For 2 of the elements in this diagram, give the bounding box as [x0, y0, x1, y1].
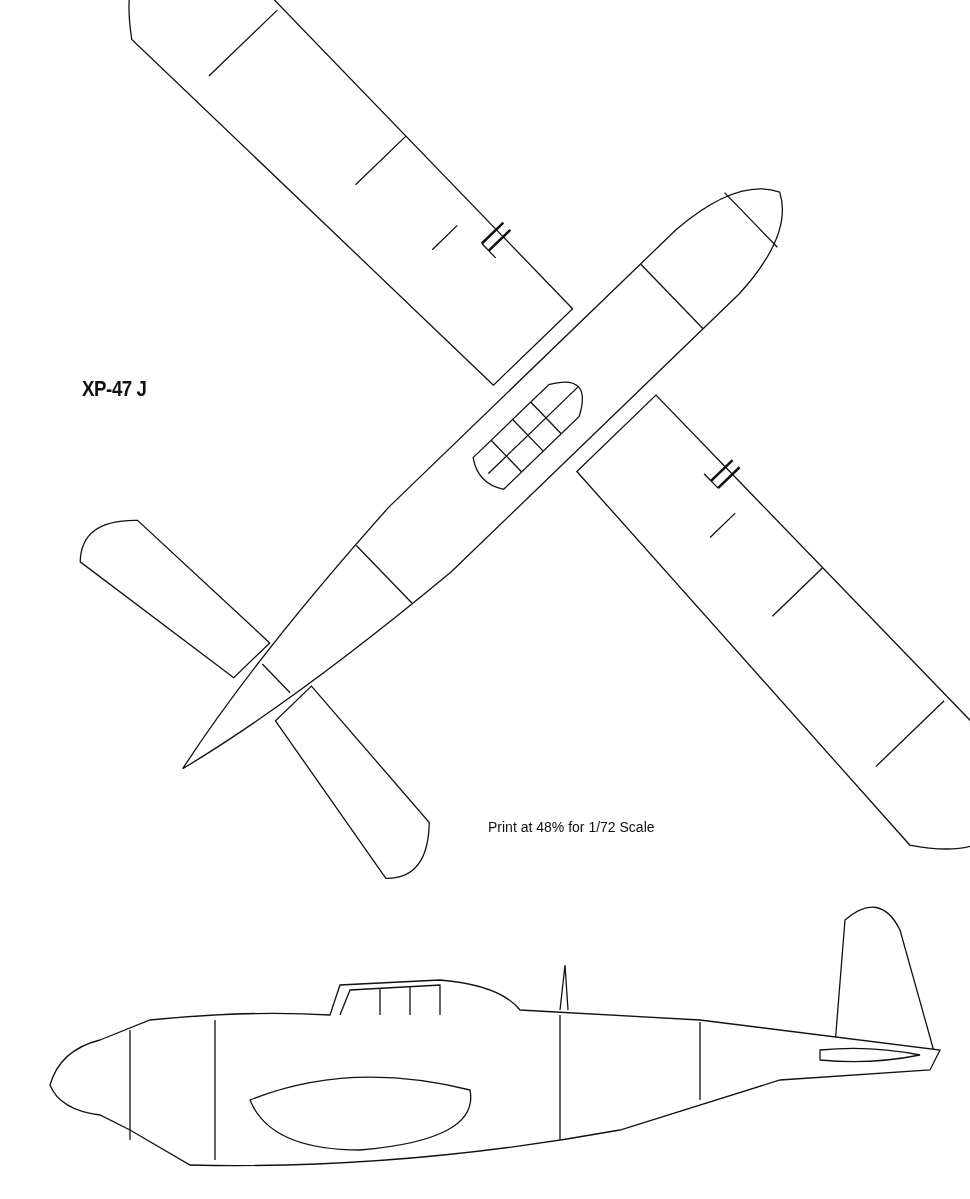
drawing-title: XP-47 J — [82, 376, 147, 402]
scale-note: Print at 48% for 1/72 Scale — [488, 819, 655, 835]
